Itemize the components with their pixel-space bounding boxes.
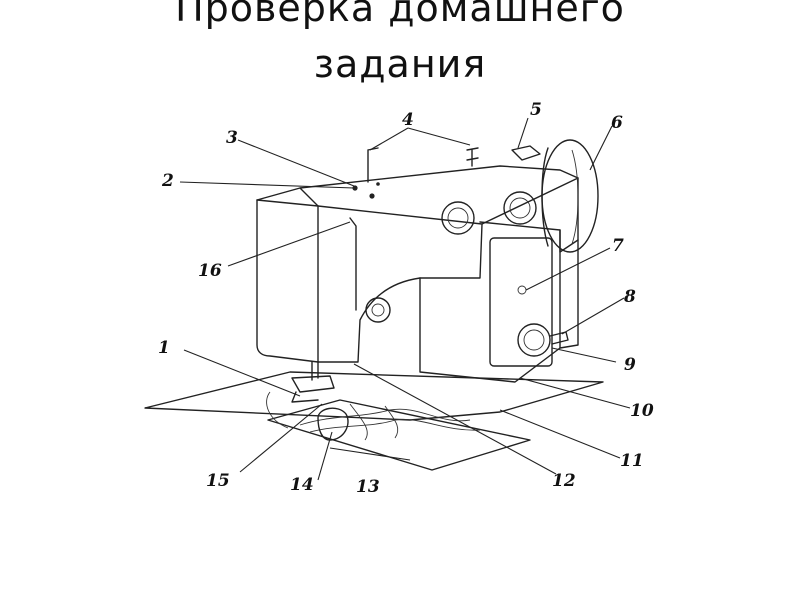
thread-spool-pin-right — [466, 147, 479, 167]
thread-spool-pin-left — [367, 147, 379, 183]
leader-lines — [179, 117, 631, 481]
label-8: 8 — [623, 287, 636, 307]
label-3: 3 — [226, 128, 238, 148]
face-plate-knob — [365, 297, 391, 323]
slide-title: Проверка домашнего задания — [0, 0, 800, 92]
machine-table — [144, 371, 604, 421]
label-10: 10 — [630, 401, 654, 421]
bobbin-winder — [511, 145, 541, 161]
machine-arm-top — [256, 165, 579, 225]
label-13: 13 — [356, 477, 380, 497]
stitch-position-dial — [503, 191, 537, 225]
label-7: 7 — [612, 236, 624, 256]
stitch-width-dial — [441, 201, 475, 235]
label-2: 2 — [161, 171, 174, 191]
label-12: 12 — [552, 471, 576, 491]
stitch-length-dial — [517, 323, 551, 357]
slide-title-line-1: Проверка домашнего — [175, 0, 625, 30]
label-6: 6 — [611, 113, 623, 133]
machine-arm-front — [256, 199, 483, 363]
label-16: 16 — [198, 261, 222, 281]
fabric-sheet — [267, 399, 531, 471]
bobbin-cover — [317, 407, 349, 441]
label-14: 14 — [290, 475, 314, 495]
presser-foot — [291, 375, 335, 393]
label-9: 9 — [624, 355, 636, 375]
handwheel — [541, 139, 599, 253]
label-1: 1 — [158, 338, 170, 358]
front-panel — [489, 237, 553, 367]
slide-title-line-2: задания — [313, 42, 487, 86]
label-15: 15 — [206, 471, 230, 491]
thread-take-up — [349, 217, 357, 311]
label-4: 4 — [402, 110, 414, 130]
label-11: 11 — [620, 451, 644, 471]
label-5: 5 — [530, 100, 542, 120]
